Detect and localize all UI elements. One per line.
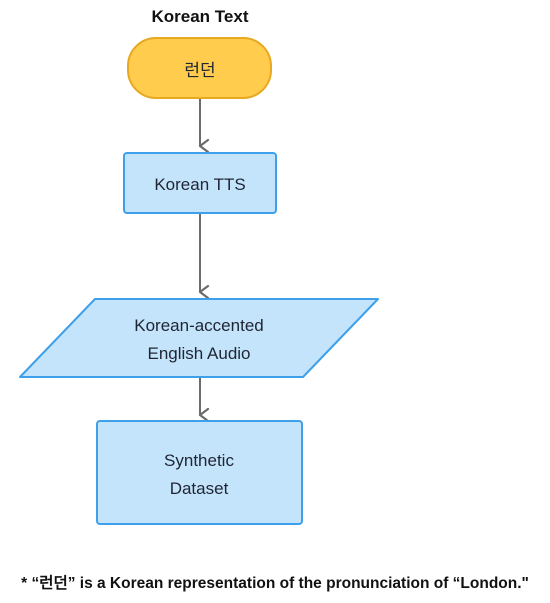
tts-node: Korean TTS — [123, 152, 277, 214]
dataset-node: Synthetic Dataset — [96, 420, 303, 525]
dataset-node-label-line1: Synthetic — [164, 451, 234, 470]
audio-node-shape — [19, 298, 379, 378]
input-node-shape — [127, 37, 272, 99]
input-node: 런던 — [127, 37, 272, 99]
footnote: * “런던” is a Korean representation of the… — [21, 575, 529, 592]
input-node-label: 런던 — [184, 61, 215, 80]
dataset-node-label-line2: Dataset — [170, 479, 229, 498]
diagram-title: Korean Text — [152, 7, 249, 26]
tts-node-shape — [123, 152, 277, 214]
audio-node: Korean-accented English Audio — [19, 298, 379, 378]
tts-node-label: Korean TTS — [154, 175, 245, 194]
dataset-node-shape — [96, 420, 303, 525]
audio-node-label-line2: English Audio — [147, 344, 250, 363]
audio-node-label-line1: Korean-accented — [134, 316, 263, 335]
